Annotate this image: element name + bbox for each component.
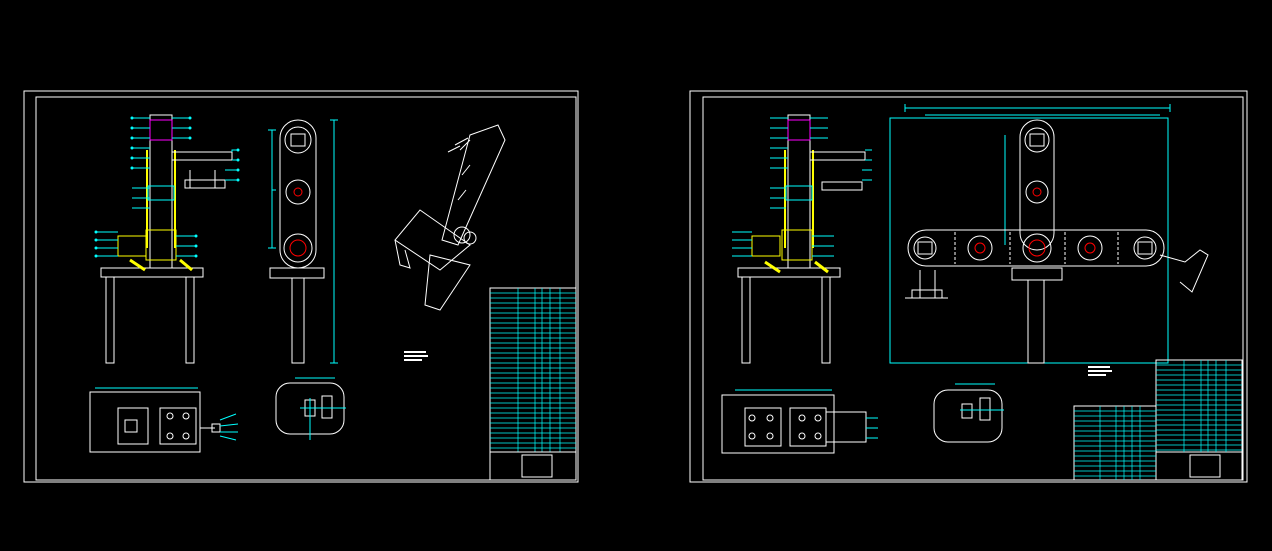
technical-notes [404, 351, 428, 361]
top-view-right [721, 389, 878, 454]
detail-view [275, 377, 346, 440]
top-view [89, 387, 239, 453]
front-view-right [732, 114, 872, 364]
sheet-right-outer-border [689, 90, 1248, 483]
sheet-left-outer-border [23, 90, 579, 483]
arm-extended-view [889, 104, 1209, 364]
isometric-view [394, 124, 506, 311]
detail-view-right [933, 383, 1004, 443]
side-view [268, 119, 338, 364]
front-view [94, 114, 240, 364]
sheet-left [23, 90, 579, 483]
parts-list-right [1073, 359, 1243, 481]
sheet-right-inner-border [702, 96, 1244, 481]
technical-notes-right [1088, 366, 1112, 376]
sheet-right [689, 90, 1248, 483]
parts-list [489, 287, 577, 481]
